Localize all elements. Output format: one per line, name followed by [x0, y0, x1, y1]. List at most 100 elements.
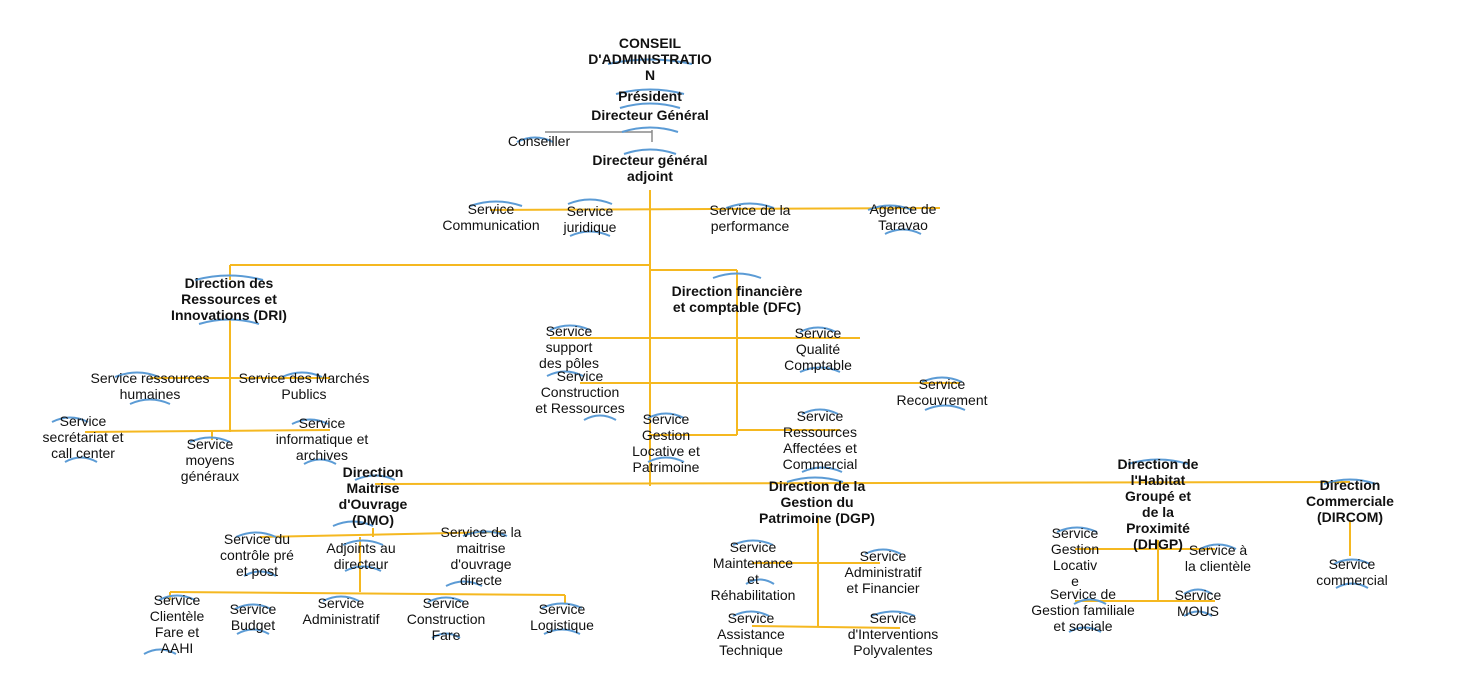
- node-arc-decoration: [1183, 588, 1213, 595]
- node-arc-decoration: [712, 272, 762, 279]
- node-service-logistique: Service Logistique: [530, 601, 594, 633]
- node-service-moyens-generaux: Service moyens généraux: [180, 436, 240, 484]
- node-arc-decoration: [583, 414, 617, 421]
- connector-line: [84, 429, 331, 433]
- node-arc-decoration: [431, 632, 461, 639]
- node-service-gestion-locative-dhgp: Service Gestion Locativ e: [1050, 525, 1100, 589]
- node-arc-decoration: [569, 230, 611, 237]
- node-arc-decoration: [1183, 610, 1213, 617]
- node-arc-decoration: [1199, 543, 1237, 550]
- node-arc-decoration: [867, 204, 913, 211]
- node-arc-decoration: [51, 416, 89, 423]
- node-arc-decoration: [194, 274, 264, 281]
- node-direction-dgp: Direction de la Gestion du Patrimoine (D…: [759, 478, 875, 526]
- node-arc-decoration: [647, 412, 685, 419]
- node-service-interventions: Service d'Interventions Polyvalentes: [847, 610, 939, 658]
- node-service-mous: Service MOUS: [1174, 587, 1222, 619]
- node-arc-decoration: [786, 476, 844, 483]
- node-conseil-administration: CONSEIL D'ADMINISTRATIO N: [588, 35, 712, 83]
- node-service-administratif-dmo: Service Administratif: [302, 595, 380, 627]
- node-agence-taravao: Agence de Taravao: [869, 201, 937, 233]
- node-arc-decoration: [198, 318, 260, 325]
- node-arc-decoration: [543, 628, 581, 635]
- node-direction-dri: Direction des Ressources et Innovations …: [171, 275, 287, 323]
- connector-line: [489, 207, 941, 211]
- node-arc-decoration: [801, 408, 839, 415]
- node-arc-decoration: [567, 198, 613, 205]
- node-conseiller: Conseiller: [507, 133, 571, 149]
- node-arc-decoration: [303, 458, 337, 465]
- node-arc-decoration: [1068, 626, 1102, 633]
- node-service-informatique: Service informatique et archives: [275, 415, 369, 463]
- node-arc-decoration: [647, 456, 685, 463]
- node-service-administratif-financier: Service Administratif et Financier: [844, 548, 922, 596]
- node-service-support-poles: Service support des pôles: [539, 323, 599, 371]
- node-arc-decoration: [884, 228, 922, 235]
- node-arc-decoration: [801, 466, 843, 473]
- node-arc-decoration: [623, 148, 677, 155]
- node-arc-decoration: [1323, 478, 1377, 485]
- node-service-assistance-technique: Service Assistance Technique: [717, 610, 785, 658]
- node-arc-decoration: [615, 88, 685, 95]
- node-arc-decoration: [619, 102, 681, 109]
- node-arc-decoration: [1073, 598, 1107, 605]
- node-arc-decoration: [745, 578, 775, 585]
- node-direction-dfc: Direction financière et comptable (DFC): [671, 283, 803, 315]
- node-arc-decoration: [354, 474, 396, 481]
- node-arc-decoration: [281, 371, 323, 378]
- node-arc-decoration: [549, 324, 591, 331]
- node-arc-decoration: [870, 610, 916, 617]
- node-service-commercial: Service commercial: [1316, 556, 1388, 588]
- node-arc-decoration: [1335, 582, 1369, 589]
- node-arc-decoration: [189, 436, 231, 443]
- node-arc-decoration: [732, 610, 770, 617]
- node-arc-decoration: [516, 136, 554, 143]
- node-president: Président: [618, 88, 682, 104]
- node-service-maitrise-directe: Service de la maitrise d'ouvrage directe: [440, 524, 522, 588]
- node-arc-decoration: [243, 570, 277, 577]
- node-arc-decoration: [725, 202, 775, 209]
- node-service-performance: Service de la performance: [709, 202, 791, 234]
- node-arc-decoration: [114, 371, 160, 378]
- node-service-recouvrement: Service Recouvrement: [896, 376, 988, 408]
- node-arc-decoration: [864, 548, 902, 555]
- node-arc-decoration: [291, 418, 329, 425]
- node-arc-decoration: [1056, 526, 1098, 533]
- connector-line: [374, 481, 1351, 485]
- connector-line: [259, 531, 501, 538]
- node-arc-decoration: [236, 628, 270, 635]
- node-service-clientele-fare: Service Clientèle Fare et AAHI: [149, 592, 205, 656]
- node-service-maintenance: Service Maintenance et Réhabilitation: [710, 539, 796, 603]
- node-arc-decoration: [235, 531, 277, 538]
- node-arc-decoration: [546, 370, 584, 377]
- node-arc-decoration: [234, 603, 272, 610]
- node-arc-decoration: [1127, 458, 1189, 465]
- node-arc-decoration: [921, 376, 963, 383]
- node-service-marches-publics: Service des Marchés Publics: [238, 370, 370, 402]
- node-direction-dhgp: Direction de l'Habitat Groupé et de la P…: [1117, 456, 1199, 552]
- node-arc-decoration: [799, 366, 841, 373]
- node-service-controle: Service du contrôle pré et post: [220, 531, 294, 579]
- connector-line: [751, 625, 901, 629]
- node-arc-decoration: [158, 594, 196, 601]
- node-arc-decoration: [924, 404, 966, 411]
- node-service-ressources-affectees: Service Ressources Affectées et Commerci…: [782, 408, 858, 472]
- node-arc-decoration: [344, 565, 382, 572]
- node-direction-dircom: Direction Commerciale (DIRCOM): [1306, 477, 1394, 525]
- node-directeur-general: Directeur Général: [591, 107, 709, 123]
- node-service-construction-ressources: Service Construction et Ressources: [535, 368, 625, 416]
- node-arc-decoration: [129, 398, 171, 405]
- node-arc-decoration: [607, 58, 693, 65]
- node-direction-dmo: Direction Maitrise d'Ouvrage (DMO): [338, 464, 408, 528]
- node-arc-decoration: [541, 602, 583, 609]
- node-arc-decoration: [462, 530, 508, 537]
- node-service-qualite-comptable: Service Qualité Comptable: [784, 325, 852, 373]
- node-service-budget: Service Budget: [229, 601, 277, 633]
- node-arc-decoration: [64, 456, 98, 463]
- node-arc-decoration: [1333, 558, 1371, 565]
- node-arc-decoration: [621, 126, 679, 133]
- node-service-secretariat: Service secrétariat et call center: [42, 413, 124, 461]
- node-arc-decoration: [427, 596, 465, 603]
- node-arc-decoration: [469, 200, 523, 207]
- node-service-gestion-familiale: Service de Gestion familiale et sociale: [1031, 586, 1135, 634]
